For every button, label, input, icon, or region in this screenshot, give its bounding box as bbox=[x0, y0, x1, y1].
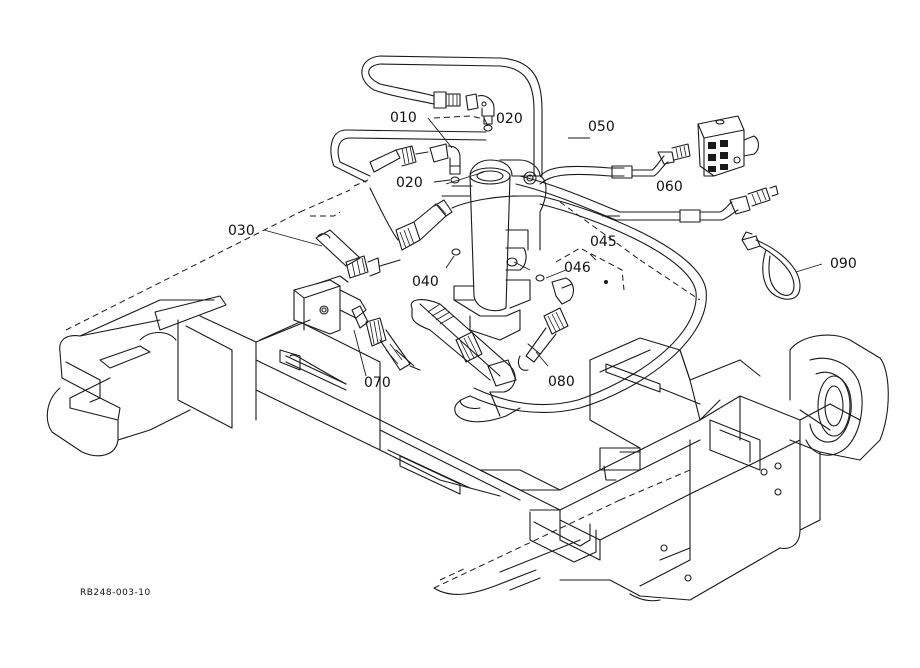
swing-bracket bbox=[441, 159, 547, 341]
part-label-020-upper: 020 bbox=[496, 111, 523, 127]
part-label-080: 080 bbox=[548, 374, 575, 390]
part-label-090: 090 bbox=[830, 256, 857, 272]
drawing-code: RB248-003-10 bbox=[80, 588, 151, 598]
fitting-040-046 bbox=[451, 247, 625, 305]
pipe-060 bbox=[515, 175, 779, 223]
part-label-010: 010 bbox=[390, 110, 417, 126]
clamp-090 bbox=[741, 231, 801, 300]
part-label-046: 046 bbox=[564, 260, 591, 276]
part-label-060: 060 bbox=[656, 179, 683, 195]
part-label-070: 070 bbox=[364, 375, 391, 391]
hose-070 bbox=[293, 275, 421, 371]
part-label-020-lower: 020 bbox=[396, 175, 423, 191]
leader-lines bbox=[263, 115, 823, 377]
upper-hose-loop bbox=[330, 55, 543, 184]
part-labels: 010 020 020 030 040 045 046 050 060 070 … bbox=[228, 110, 857, 391]
valve-block bbox=[697, 115, 760, 177]
hose-030 bbox=[315, 187, 521, 279]
part-label-040: 040 bbox=[412, 274, 439, 290]
pipe-050 bbox=[539, 143, 691, 185]
chassis-frame bbox=[46, 179, 889, 602]
part-label-030: 030 bbox=[228, 223, 255, 239]
part-label-045: 045 bbox=[590, 234, 617, 250]
part-label-050: 050 bbox=[588, 119, 615, 135]
hose-080 bbox=[410, 195, 707, 423]
